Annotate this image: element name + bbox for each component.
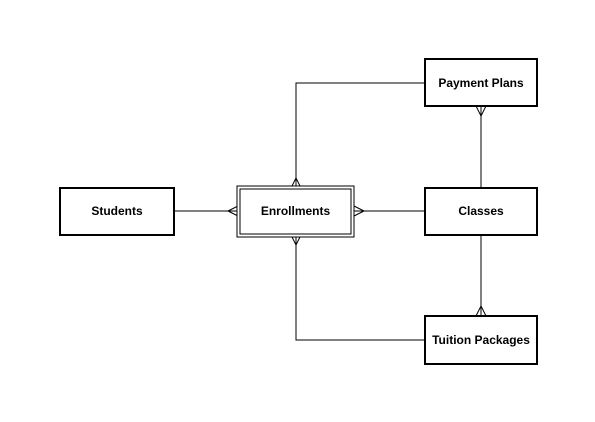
entity-students-label: Students	[91, 204, 143, 218]
entity-enrollments-label: Enrollments	[261, 204, 331, 218]
entity-payment-plans-label: Payment Plans	[438, 76, 524, 90]
relationship-paymentplans-enrollments	[290, 82, 425, 189]
relationship-classes-tuitionpackages	[475, 235, 487, 317]
relationship-students-enrollments	[174, 205, 239, 217]
relationship-tuitionpackages-enrollments	[290, 234, 425, 341]
entity-classes[interactable]: Classes	[424, 187, 538, 236]
relationship-classes-paymentplans	[475, 105, 487, 188]
entity-payment-plans[interactable]: Payment Plans	[424, 58, 538, 107]
entity-classes-label: Classes	[458, 204, 504, 218]
relationship-classes-enrollments	[353, 205, 425, 217]
entity-tuition-packages[interactable]: Tuition Packages	[424, 315, 538, 365]
entity-enrollments[interactable]: Enrollments	[236, 185, 355, 238]
entity-tuition-packages-label: Tuition Packages	[432, 333, 530, 347]
entity-students[interactable]: Students	[59, 187, 175, 236]
